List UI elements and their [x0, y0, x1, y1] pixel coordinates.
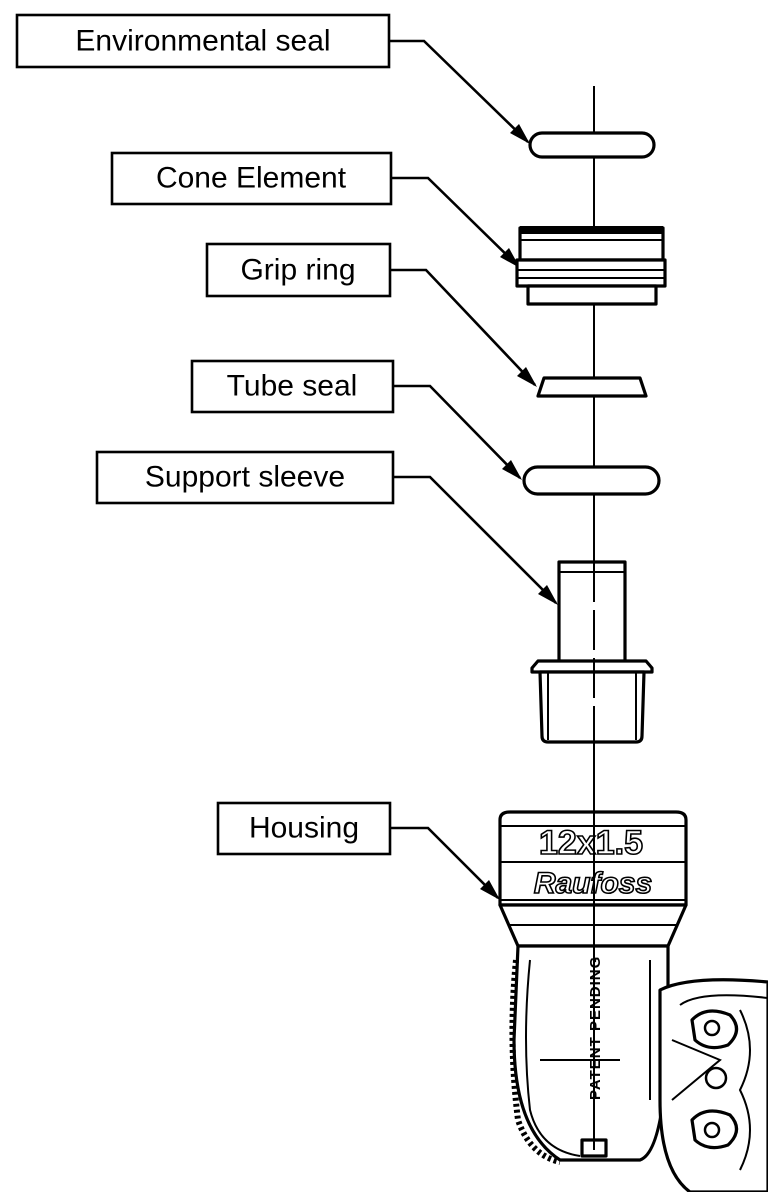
label-tube-seal-text: Tube seal [227, 370, 358, 403]
leader-lines [389, 39, 558, 900]
housing-size-marking: 12x1.5 [539, 824, 643, 862]
leader-housing [390, 826, 499, 899]
label-support-sleeve: Support sleeve [95, 450, 395, 505]
leader-grip-ring [390, 268, 536, 386]
grip-ring-part [536, 376, 648, 398]
label-environmental-seal-text: Environmental seal [75, 25, 330, 58]
label-support-sleeve-text: Support sleeve [145, 461, 345, 494]
support-sleeve-part [530, 560, 654, 744]
environmental-seal-part [528, 131, 656, 159]
housing-patent-marking: PATENT PENDING [587, 956, 604, 1100]
housing-part: 12x1.5 Raufoss PATENT PENDING [498, 810, 768, 1192]
leader-environmental-seal [389, 39, 529, 143]
leader-cone-element [391, 176, 519, 267]
label-tube-seal: Tube seal [190, 359, 395, 414]
tube-seal-part [522, 465, 661, 496]
label-housing: Housing [216, 801, 392, 856]
leader-support-sleeve [393, 475, 557, 604]
label-cone-element: Cone Element [110, 151, 393, 206]
label-grip-ring: Grip ring [205, 242, 392, 298]
label-housing-text: Housing [249, 812, 359, 845]
label-grip-ring-text: Grip ring [240, 254, 355, 287]
leader-tube-seal [393, 384, 521, 479]
cone-element-part [515, 226, 667, 306]
label-environmental-seal: Environmental seal [15, 13, 391, 69]
label-cone-element-text: Cone Element [156, 162, 347, 195]
